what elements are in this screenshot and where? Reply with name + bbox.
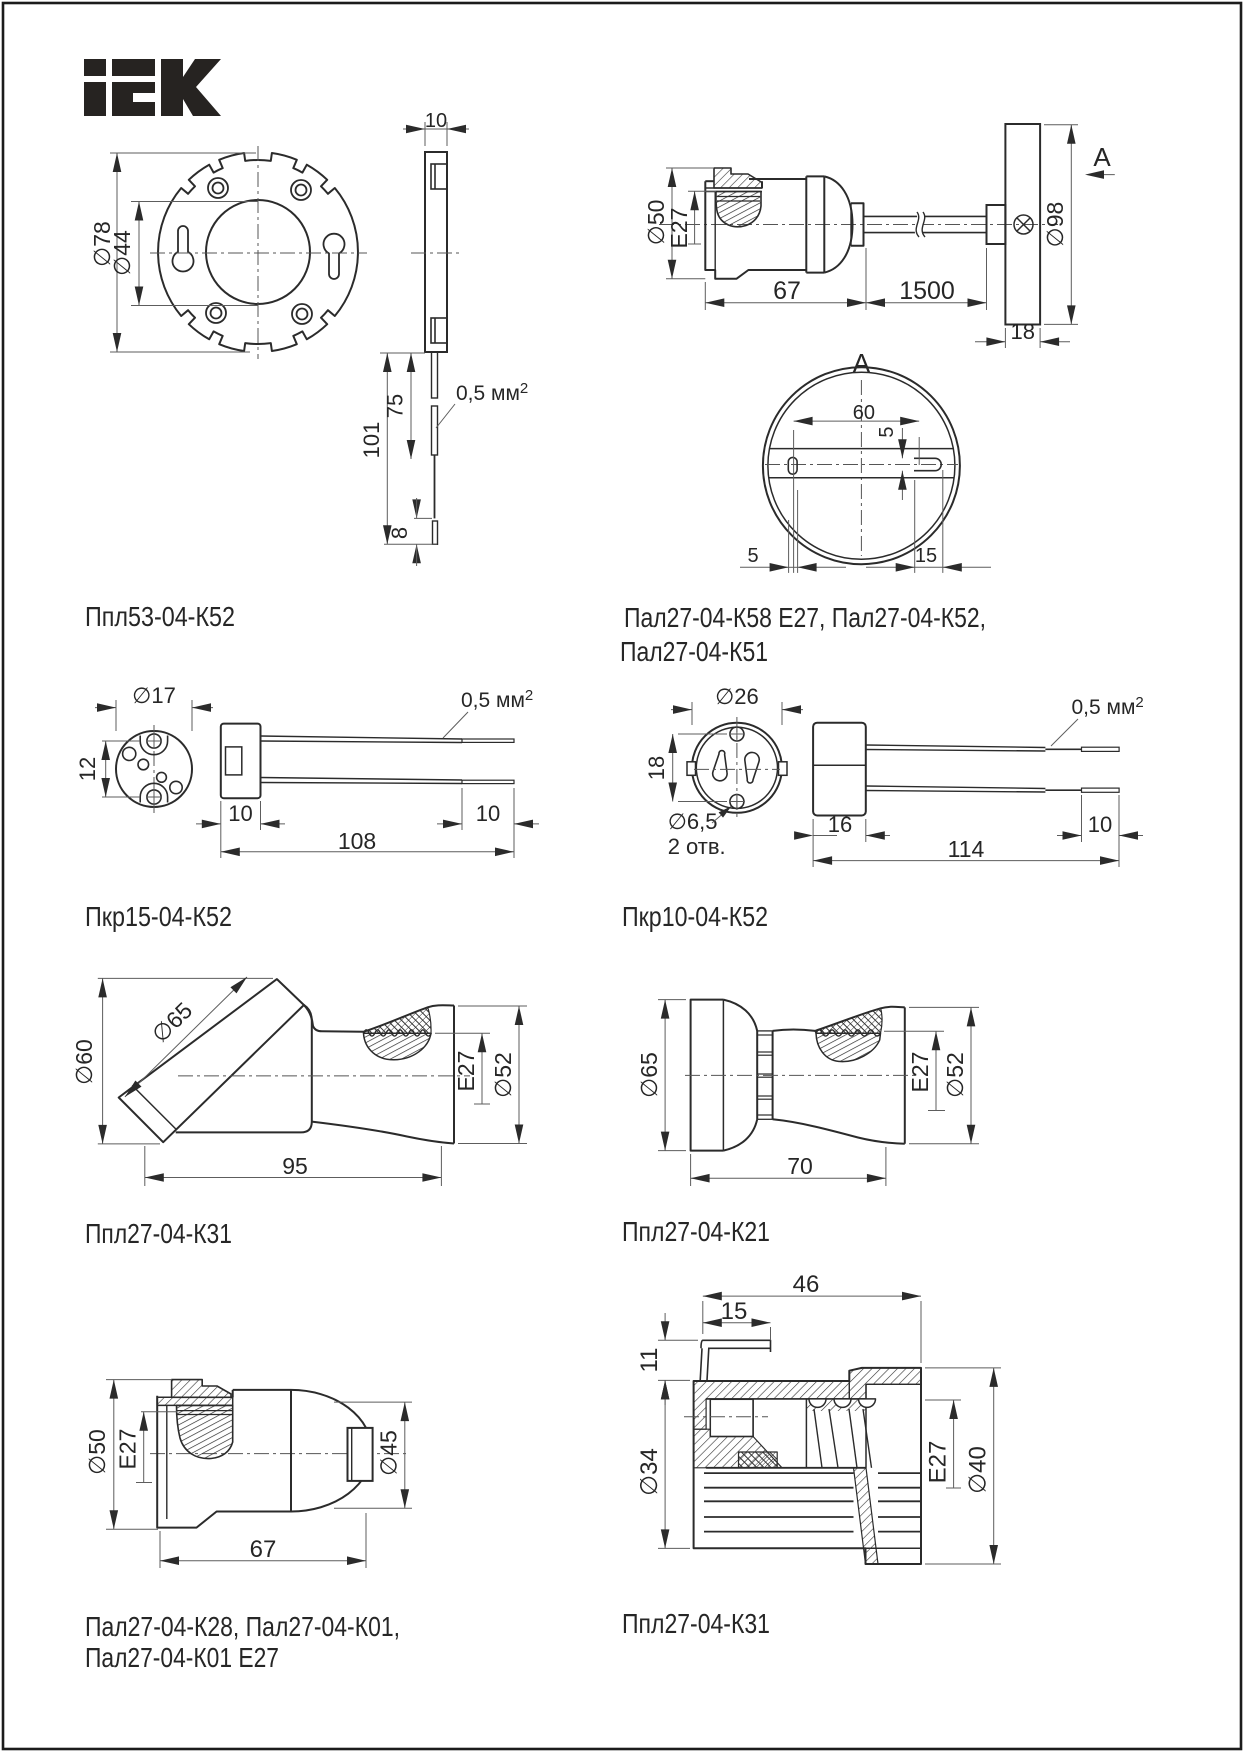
svg-text:67: 67	[250, 1536, 277, 1563]
svg-text:Пал27-04-К01 Е27: Пал27-04-К01 Е27	[85, 1642, 279, 1673]
svg-text:∅65: ∅65	[636, 1052, 662, 1098]
svg-text:15: 15	[721, 1298, 748, 1325]
svg-text:E27: E27	[453, 1051, 479, 1092]
svg-text:1500: 1500	[899, 277, 955, 305]
svg-text:16: 16	[828, 812, 852, 837]
svg-text:∅26: ∅26	[715, 684, 759, 709]
svg-text:5: 5	[876, 426, 898, 437]
svg-text:18: 18	[644, 756, 669, 780]
svg-text:∅60: ∅60	[71, 1039, 97, 1085]
svg-text:∅40: ∅40	[965, 1446, 992, 1494]
svg-text:∅52: ∅52	[490, 1052, 516, 1098]
svg-text:101: 101	[359, 422, 384, 459]
svg-text:75: 75	[383, 394, 408, 418]
svg-text:67: 67	[773, 277, 801, 305]
svg-text:108: 108	[338, 828, 376, 854]
svg-text:114: 114	[948, 836, 985, 862]
svg-text:0,5 мм2: 0,5 мм2	[461, 687, 533, 712]
svg-text:10: 10	[228, 801, 252, 826]
svg-text:∅78: ∅78	[89, 221, 115, 267]
svg-text:5: 5	[747, 545, 758, 567]
svg-text:∅50: ∅50	[643, 200, 669, 246]
svg-text:Ппл27-04-К31: Ппл27-04-К31	[622, 1608, 770, 1639]
svg-text:A: A	[1093, 142, 1111, 172]
svg-text:A: A	[853, 348, 871, 378]
svg-text:∅6,5: ∅6,5	[668, 809, 718, 834]
svg-text:E27: E27	[925, 1441, 952, 1484]
svg-text:E27: E27	[115, 1429, 141, 1470]
svg-text:Ппл27-04-К21: Ппл27-04-К21	[622, 1216, 770, 1247]
svg-text:E27: E27	[666, 208, 692, 249]
svg-text:Пкр10-04-К52: Пкр10-04-К52	[622, 901, 768, 932]
svg-text:10: 10	[476, 801, 500, 826]
svg-text:15: 15	[915, 545, 937, 567]
svg-text:Пал27-04-К58 Е27, Пал27-04-К52: Пал27-04-К58 Е27, Пал27-04-К52,	[624, 602, 986, 633]
svg-text:E27: E27	[907, 1052, 933, 1093]
svg-text:∅50: ∅50	[84, 1429, 110, 1475]
svg-text:10: 10	[1088, 812, 1112, 837]
svg-text:95: 95	[282, 1153, 308, 1179]
svg-text:0,5 мм2: 0,5 мм2	[1072, 694, 1144, 719]
svg-text:∅44: ∅44	[109, 230, 135, 276]
svg-text:8: 8	[387, 527, 412, 539]
svg-text:12: 12	[75, 757, 100, 781]
svg-text:46: 46	[793, 1271, 820, 1298]
svg-text:∅52: ∅52	[942, 1052, 968, 1098]
svg-text:Пал27-04-К28, Пал27-04-К01,: Пал27-04-К28, Пал27-04-К01,	[85, 1611, 400, 1642]
svg-text:∅45: ∅45	[376, 1430, 402, 1476]
svg-text:Ппл53-04-К52: Ппл53-04-К52	[85, 601, 235, 632]
svg-text:Пкр15-04-К52: Пкр15-04-К52	[85, 901, 232, 932]
svg-text:∅17: ∅17	[132, 683, 176, 708]
svg-text:∅34: ∅34	[636, 1448, 663, 1496]
svg-text:2 отв.: 2 отв.	[668, 834, 726, 859]
svg-text:11: 11	[636, 1348, 663, 1373]
svg-text:0,5 мм2: 0,5 мм2	[456, 380, 528, 405]
svg-text:60: 60	[853, 402, 875, 424]
svg-text:10: 10	[425, 110, 447, 132]
svg-text:18: 18	[1011, 319, 1035, 344]
svg-text:∅98: ∅98	[1042, 202, 1068, 248]
svg-text:70: 70	[787, 1153, 813, 1179]
svg-text:Пал27-04-К51: Пал27-04-К51	[620, 636, 768, 667]
svg-text:Ппл27-04-К31: Ппл27-04-К31	[85, 1218, 232, 1249]
